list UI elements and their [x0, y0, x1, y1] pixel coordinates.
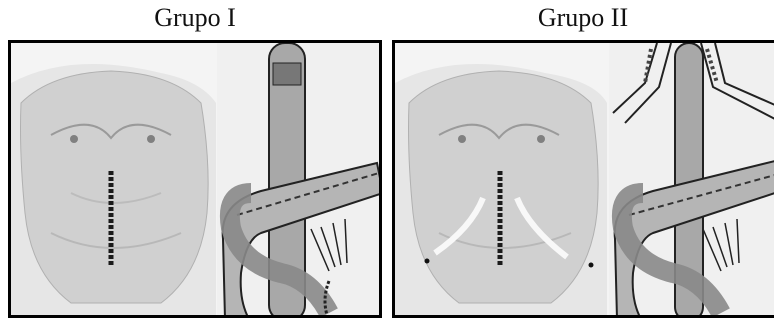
group-2-panel — [392, 40, 774, 318]
group-1-illustration — [11, 43, 382, 318]
group-1-title: Grupo I — [8, 3, 382, 33]
group-2-illustration — [395, 43, 774, 318]
group-1-panel — [8, 40, 382, 318]
esophagus-and-colon-diagram — [217, 43, 382, 318]
esophagus-and-colon-diagram — [609, 43, 774, 318]
group-2-title: Grupo II — [392, 3, 774, 33]
